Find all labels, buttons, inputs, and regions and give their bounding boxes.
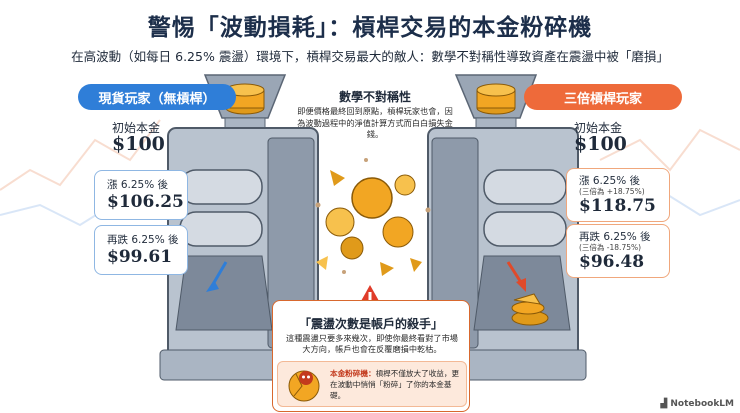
spot-trader-pill: 現貨玩家（無槓桿） bbox=[78, 84, 236, 110]
right-coin-stack bbox=[476, 83, 516, 115]
note-label: 本金粉碎機： bbox=[330, 369, 376, 378]
left-rise-value: $106.25 bbox=[107, 192, 184, 212]
notebooklm-logo: ▟ bbox=[660, 399, 671, 409]
leverage-trader-pill: 三倍槓桿玩家 bbox=[524, 84, 682, 110]
right-rise-box: 漲 6.25% 後 (三倍為 +18.75%) $118.75 bbox=[566, 168, 670, 222]
asymmetry-title: 數學不對稱性 bbox=[338, 90, 411, 104]
left-rise-box: 漲 6.25% 後 $106.25 bbox=[94, 170, 188, 220]
exploding-coins bbox=[315, 158, 431, 276]
right-rise-sub: (三倍為 +18.75%) bbox=[579, 187, 645, 196]
note-body: 槓桿不僅放大了收益，更在波動中悄悄「粉碎」了你的本金基礎。 bbox=[330, 369, 460, 400]
right-initial-label: 初始本金 bbox=[574, 121, 623, 135]
left-rise-label: 漲 6.25% 後 bbox=[107, 179, 169, 191]
left-fall-label: 再跌 6.25% 後 bbox=[107, 234, 179, 246]
alert-title: 「震盪次數是帳戶的殺手」 bbox=[298, 317, 443, 331]
volatility-alert-box: 「震盪次數是帳戶的殺手」 這種震盪只要多來幾次，即使你最終看對了市場大方向，帳戶… bbox=[272, 300, 470, 412]
notebooklm-brand: ▟ NotebookLM bbox=[660, 399, 734, 409]
skull-icon bbox=[288, 370, 320, 402]
left-initial-label: 初始本金 bbox=[112, 121, 161, 135]
brand-text: NotebookLM bbox=[670, 399, 734, 409]
left-fall-box: 再跌 6.25% 後 $99.61 bbox=[94, 225, 188, 275]
right-rise-label: 漲 6.25% 後 bbox=[579, 175, 641, 187]
left-initial-value: $100 bbox=[112, 133, 165, 155]
right-fall-box: 再跌 6.25% 後 (三倍為 -18.75%) $96.48 bbox=[566, 224, 670, 278]
page-title: 警惕「波動損耗」：槓桿交易的本金粉碎機 bbox=[147, 15, 593, 41]
right-fall-label: 再跌 6.25% 後 bbox=[579, 231, 651, 243]
left-fall-value: $99.61 bbox=[107, 247, 173, 267]
broken-coin-pile bbox=[511, 293, 549, 326]
right-fall-value: $96.48 bbox=[579, 252, 645, 272]
right-fall-sub: (三倍為 -18.75%) bbox=[579, 243, 642, 252]
alert-body: 這種震盪只要多來幾次，即使你最終看對了市場大方向，帳戶也會在反覆磨損中乾枯。 bbox=[286, 333, 458, 354]
right-rise-value: $118.75 bbox=[579, 196, 656, 216]
asymmetry-body: 即便價格最終回到原點，槓桿玩家也會，因為波動過程中的淨值計算方式而白白損失金錢。 bbox=[297, 106, 453, 139]
right-initial-value: $100 bbox=[574, 133, 627, 155]
principal-grinder-note: 本金粉碎機：槓桿不僅放大了收益，更在波動中悄悄「粉碎」了你的本金基礎。 bbox=[277, 361, 467, 407]
page-subtitle: 在高波動（如每日 6.25% 震盪）環境下，槓桿交易最大的敵人：數學不對稱性導致… bbox=[71, 49, 669, 64]
